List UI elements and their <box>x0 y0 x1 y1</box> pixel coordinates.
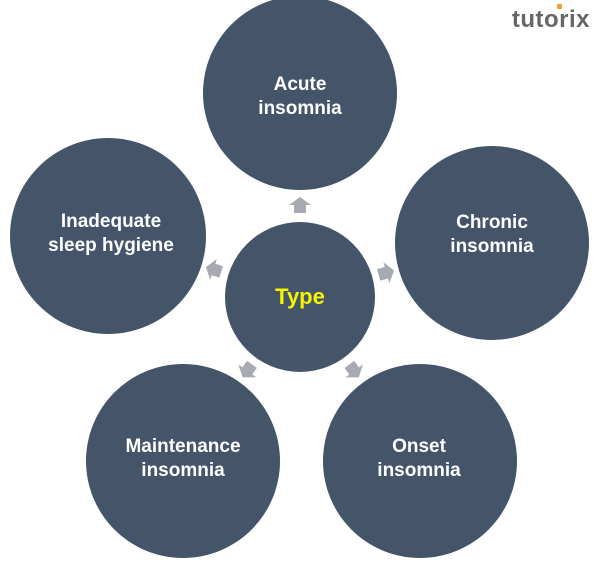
node-circle-acute <box>203 0 397 190</box>
tutorix-logo: tutorix <box>511 4 590 33</box>
center-circle <box>225 222 375 372</box>
node-circle-chronic <box>395 146 589 340</box>
arrow-icon-hygiene <box>205 259 223 281</box>
center-label: Type <box>275 284 325 309</box>
node-circle-onset <box>323 364 517 558</box>
node-circle-hygiene <box>10 138 206 334</box>
node-circle-maintenance <box>86 364 280 558</box>
arrow-icon-chronic <box>377 262 395 284</box>
arrow-icon-acute <box>289 197 311 213</box>
arrow-icon-maintenance <box>238 360 257 378</box>
arrow-icon-onset <box>344 360 363 378</box>
